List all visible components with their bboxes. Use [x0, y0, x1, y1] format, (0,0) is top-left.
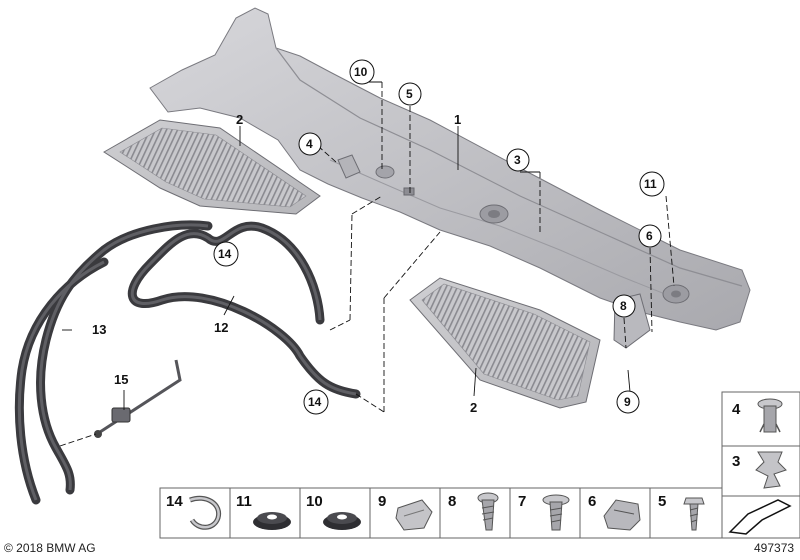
callout-10-circle — [349, 59, 375, 85]
callout-4-circle — [298, 132, 322, 156]
diagram-id: 497373 — [754, 541, 794, 555]
strip-label-8: 8 — [448, 493, 456, 510]
screw-icon — [477, 492, 499, 531]
hose-13 — [14, 220, 213, 505]
strip-label-14: 14 — [166, 493, 183, 510]
callout-14-lower-circle — [303, 389, 329, 415]
grommet-icon — [323, 512, 361, 530]
callout-14-upper-circle — [213, 241, 239, 267]
screw-washer-icon — [542, 494, 570, 531]
strip-label-6: 6 — [588, 493, 596, 510]
arrow-icon[interactable] — [721, 495, 800, 539]
clip-nut-icon — [395, 499, 433, 531]
callout-5: 5 — [406, 87, 413, 101]
parts-strip: 14 11 10 9 8 7 6 5 — [159, 487, 800, 539]
grille-lower — [409, 277, 601, 409]
callout-8: 8 — [620, 299, 627, 313]
callout-2-lower: 2 — [470, 400, 477, 415]
callout-2-upper: 2 — [236, 112, 243, 127]
strip-label-9: 9 — [378, 493, 386, 510]
column-label-4: 4 — [732, 401, 741, 418]
callout-9-circle — [616, 390, 640, 414]
grommet-icon — [253, 512, 291, 530]
callout-9: 9 — [624, 395, 631, 409]
strip-label-10: 10 — [306, 493, 323, 510]
callout-12: 12 — [214, 320, 228, 335]
callout-14-upper: 14 — [218, 247, 232, 261]
callout-11-circle — [639, 171, 665, 197]
callout-14-lower: 14 — [308, 395, 322, 409]
expanding-rivet-icon — [757, 398, 783, 433]
callout-10: 10 — [354, 65, 368, 79]
callout-1: 1 — [454, 112, 461, 127]
callout-8-circle — [612, 294, 636, 318]
callout-4: 4 — [306, 137, 313, 151]
hose-12 — [127, 221, 361, 399]
copyright: © 2018 BMW AG — [4, 541, 96, 555]
callout-5-circle — [398, 82, 422, 106]
spring-clip-icon — [755, 451, 787, 489]
leader-lines — [59, 81, 675, 447]
hose-clip-icon — [189, 495, 222, 530]
grille-upper — [103, 119, 321, 215]
strip-label-11: 11 — [236, 493, 252, 510]
callout-3-circle — [506, 148, 530, 172]
column-label-3: 3 — [732, 453, 740, 470]
hose-clip — [94, 359, 182, 438]
callout-6: 6 — [646, 229, 653, 243]
parts-column: 4 3 — [721, 391, 800, 497]
callouts: 1 2 2 3 4 5 6 8 9 10 11 12 13 14 — [92, 59, 665, 415]
clamp-icon — [603, 499, 641, 531]
callout-13: 13 — [92, 322, 106, 337]
callout-11: 11 — [644, 177, 657, 191]
callout-3: 3 — [514, 153, 521, 167]
screw-icon — [683, 497, 705, 531]
callout-15: 15 — [114, 372, 128, 387]
callout-6-circle — [638, 224, 662, 248]
cowl-panel — [149, 7, 751, 349]
strip-label-7: 7 — [518, 493, 526, 510]
strip-label-5: 5 — [658, 493, 666, 510]
